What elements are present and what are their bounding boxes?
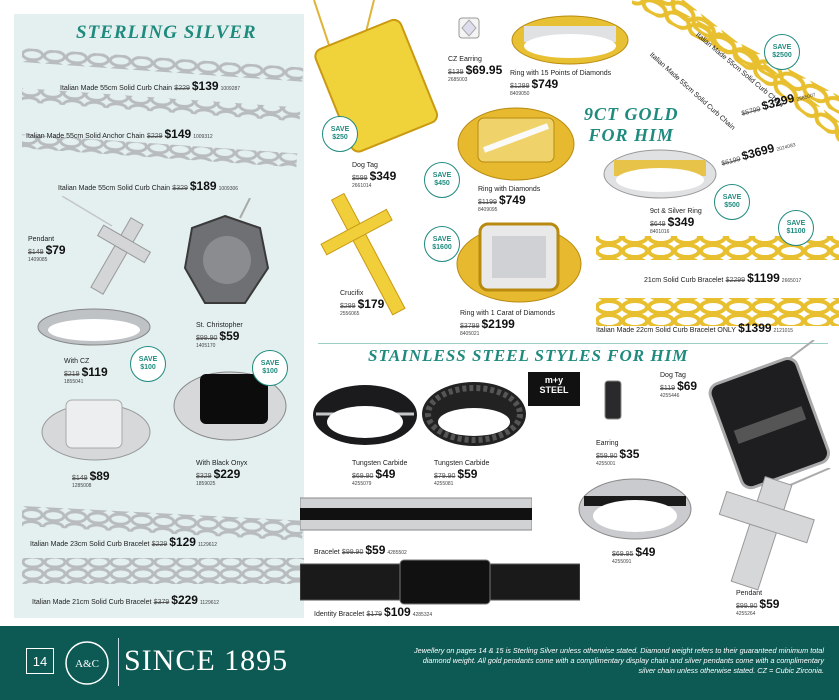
product-silver-signet: $149$89 1285008 (72, 469, 110, 489)
footer-divider (118, 638, 119, 686)
product-black-onyx-ring: With Black Onyx $329$229 1859025 (196, 460, 248, 487)
gold-ring-with-diamonds-image (457, 107, 575, 181)
silver-chain-3 (22, 133, 298, 168)
product-tungsten-carbide-2: Tungsten Carbide $79.90$59 4255081 (434, 460, 490, 487)
product-cz-earring: CZ Earring $139$69.95 2685003 (448, 56, 503, 83)
footer-disclaimer: Jewellery on pages 14 & 15 is Sterling S… (413, 646, 824, 675)
save-badge-250: SAVE$250 (322, 116, 358, 152)
product-gold-dog-tag: Dog Tag $599$349 2661014 (352, 162, 397, 189)
product-anchor-chain-55: Italian Made 55cm Solid Anchor Chain $22… (26, 127, 213, 141)
st-christopher-medal-image (183, 198, 270, 304)
silver-bracelets-image (22, 505, 304, 584)
page-number: 14 (26, 648, 54, 674)
cz-earring-image (458, 17, 480, 39)
product-silver-pendant: Pendant $149$79 1409085 (28, 236, 66, 263)
product-tungsten-carbide-1: Tungsten Carbide $69.90$49 4255079 (352, 460, 408, 487)
save-badge-100-a: SAVE$100 (130, 346, 166, 382)
svg-text:A&C: A&C (75, 658, 99, 670)
gold-chains-image (632, 0, 839, 166)
product-gold-crucifix: Crucifix $299$179 2556065 (340, 290, 385, 317)
page-footer: 14 A&C SINCE 1895 Jewellery on pages 14 … (0, 626, 839, 700)
silver-chains-image (22, 48, 304, 168)
product-gold-ring-15-points: Ring with 15 Points of Diamonds $1299$74… (510, 70, 612, 97)
black-onyx-ring-image (173, 371, 287, 441)
silver-chain-1 (22, 48, 304, 82)
since-1895-text: SINCE 1895 (124, 644, 289, 677)
section-heading-stainless-steel: STAINLESS STEEL STYLES FOR HIM (368, 346, 689, 365)
steel-bracelet-image (300, 497, 532, 531)
product-st-christopher: St. Christopher $99.90$59 1405170 (196, 322, 243, 349)
tungsten-ring-2-image (422, 382, 526, 446)
product-silver-bracelet-21: Italian Made 21cm Solid Curb Bracelet $3… (32, 593, 220, 607)
product-gold-ring-1-carat: Ring with 1 Carat of Diamonds $3799$2199… (460, 310, 555, 337)
product-silver-ring-with-cz: With CZ $219$119 1855041 (64, 358, 108, 385)
steel-dog-tag-image (708, 340, 831, 490)
gold-silver-ring-image (603, 149, 717, 199)
save-badge-1600: SAVE$1600 (424, 226, 460, 262)
gold-ring-15-points-image (511, 15, 629, 65)
product-curb-chain-55-b: Italian Made 55cm Solid Curb Chain $329$… (58, 179, 239, 193)
product-gold-ring-diamonds: Ring with Diamonds $1199$749 8409095 (478, 186, 541, 213)
save-badge-1100: SAVE$1100 (778, 210, 814, 246)
product-9ct-silver-ring: 9ct & Silver Ring $649$349 8401016 (650, 208, 702, 235)
product-steel-earring: Earring $59.90$35 4255001 (596, 440, 640, 467)
steel-cross-pendant-image (718, 468, 831, 591)
silver-cross-pendant-image (62, 196, 152, 295)
silver-chain-2 (22, 87, 301, 122)
section-heading-9ct-gold: 9CT GOLD FOR HIM (584, 104, 679, 145)
steel-earring-image (604, 380, 622, 420)
section-heading-sterling-silver: STERLING SILVER (76, 22, 257, 43)
gold-crucifix-image (320, 192, 406, 316)
brand-crest-logo: A&C (65, 641, 109, 685)
save-badge-500: SAVE$500 (714, 184, 750, 220)
tungsten-ring-1-image (313, 385, 417, 445)
section-divider (318, 343, 828, 344)
silver-signet-ring-image (41, 399, 151, 461)
my-steel-ring-image (578, 478, 692, 540)
identity-bracelet-image (300, 559, 580, 605)
product-steel-dog-tag: Dog Tag $119$69 4255446 (660, 372, 698, 399)
my-steel-logo: m+y STEEL (528, 372, 580, 406)
silver-band-cz-image (37, 308, 151, 346)
product-silver-bracelet-23: Italian Made 23cm Solid Curb Bracelet $2… (30, 535, 218, 549)
save-badge-100-b: SAVE$100 (252, 350, 288, 386)
product-gold-curb-bracelet-22: Italian Made 22cm Solid Curb Bracelet ON… (596, 321, 794, 335)
product-my-steel-ring: $69.95$49 4255091 (612, 545, 656, 565)
product-curb-chain-55-a: Italian Made 55cm Solid Curb Chain $229$… (60, 79, 241, 93)
gold-ring-1-carat-image (456, 222, 582, 303)
save-badge-2500: SAVE$2500 (764, 34, 800, 70)
save-badge-450: SAVE$450 (424, 162, 460, 198)
product-steel-pendant: Pendant $99.90$59 4255264 (736, 590, 780, 617)
